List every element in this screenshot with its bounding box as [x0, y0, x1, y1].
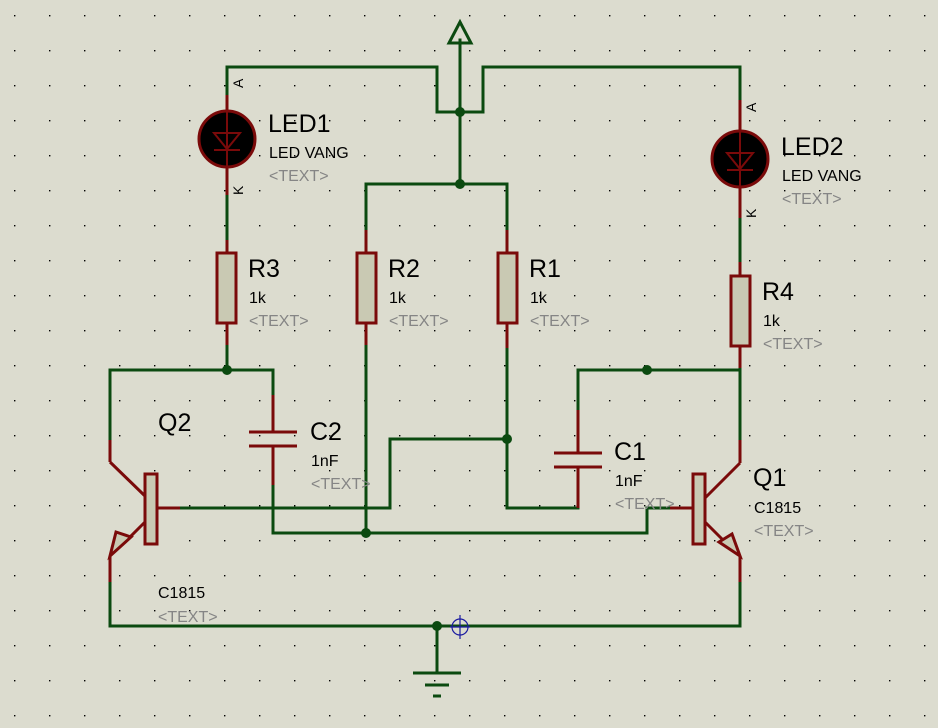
r3-body	[215, 251, 238, 325]
r1-body	[496, 251, 519, 325]
led2-ref: LED2	[781, 133, 844, 161]
q1-body	[691, 472, 707, 546]
r3-value: 1k	[249, 290, 267, 307]
wire-c2-q1-base[interactable]	[271, 483, 672, 535]
r4-body	[729, 274, 752, 348]
c2-value: 1nF	[311, 453, 339, 470]
led1-pin-a: A	[230, 78, 246, 88]
q1-text: <TEXT>	[754, 523, 814, 540]
r1-ref: R1	[529, 255, 561, 283]
led1-ref: LED1	[268, 110, 331, 138]
r4[interactable]: R4 1k <TEXT>	[729, 262, 823, 368]
q2-value: C1815	[158, 585, 205, 602]
junction-power-bus	[455, 179, 465, 189]
r4-ref: R4	[762, 278, 794, 306]
ground-icon[interactable]	[413, 671, 461, 698]
junction-r1-c1	[502, 434, 512, 444]
r3[interactable]: R3 1k <TEXT>	[215, 240, 309, 345]
power-terminal-icon[interactable]	[446, 18, 474, 45]
emitter-arrow-icon	[716, 531, 743, 560]
q1[interactable]: Q1 C1815 <TEXT>	[670, 440, 814, 582]
wire-c1-top[interactable]	[576, 368, 742, 417]
wire-led2-anode[interactable]	[458, 65, 742, 114]
led1[interactable]: A K LED1 LED VANG <TEXT>	[197, 78, 349, 195]
r3-ref: R3	[248, 255, 280, 283]
c2[interactable]: C2 1nF <TEXT>	[249, 395, 371, 493]
q2-ref: Q2	[158, 409, 191, 437]
junction-r4-q1	[642, 365, 652, 375]
junctions	[222, 107, 652, 631]
q2-body	[143, 472, 159, 546]
emitter-arrow-icon	[107, 530, 134, 561]
c2-ref: C2	[310, 418, 342, 446]
led2[interactable]: A K LED2 LED VANG <TEXT>	[710, 100, 862, 218]
r3-text: <TEXT>	[249, 313, 309, 330]
c1-value: 1nF	[615, 473, 643, 490]
led1-pin-k: K	[230, 185, 246, 195]
led2-text: <TEXT>	[782, 191, 842, 208]
r1[interactable]: R1 1k <TEXT>	[496, 230, 590, 348]
wire-q2-base-r1[interactable]	[178, 437, 509, 510]
r4-value: 1k	[763, 313, 781, 330]
led1-value: LED VANG	[269, 145, 349, 162]
c1-ref: C1	[614, 438, 646, 466]
junction-r3-q2	[222, 365, 232, 375]
wire-q2-collector-bus[interactable]	[108, 368, 275, 442]
junction-r2-c2	[361, 528, 371, 538]
r4-text: <TEXT>	[763, 336, 823, 353]
q1-value: C1815	[754, 500, 801, 517]
wire-ground-rail[interactable]	[108, 578, 742, 628]
q2[interactable]: Q2 C1815 <TEXT>	[107, 409, 218, 626]
r2-body	[355, 251, 378, 325]
r1-text: <TEXT>	[530, 313, 590, 330]
c1[interactable]: C1 1nF <TEXT>	[554, 410, 675, 513]
wire-r2-r1-top[interactable]	[364, 182, 509, 242]
q2-text: <TEXT>	[158, 609, 218, 626]
r2-ref: R2	[388, 255, 420, 283]
junction-ground	[432, 621, 442, 631]
q1-ref: Q1	[753, 464, 786, 492]
c1-text: <TEXT>	[615, 496, 675, 513]
r2-text: <TEXT>	[389, 313, 449, 330]
r1-value: 1k	[530, 290, 548, 307]
c2-text: <TEXT>	[311, 476, 371, 493]
diode-icon	[724, 152, 756, 171]
r2-value: 1k	[389, 290, 407, 307]
diode-icon	[211, 132, 243, 151]
wire-led1-anode[interactable]	[225, 65, 462, 114]
led1-text: <TEXT>	[269, 168, 329, 185]
led2-pin-k: K	[743, 208, 759, 218]
led2-pin-a: A	[743, 102, 759, 112]
junction-power-top	[455, 107, 465, 117]
led2-value: LED VANG	[782, 168, 862, 185]
cursor-crosshair-icon	[450, 615, 470, 639]
r2[interactable]: R2 1k <TEXT>	[355, 230, 449, 345]
